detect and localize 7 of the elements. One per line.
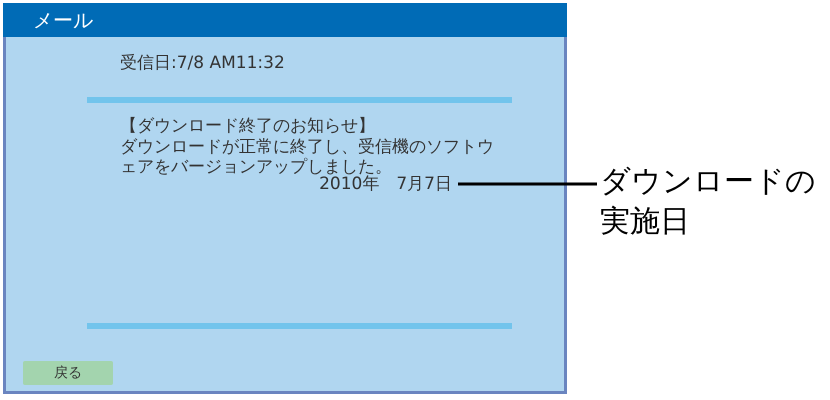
screen-window — [3, 3, 567, 394]
received-date: 受信日:7/8 AM11:32 — [120, 52, 285, 75]
back-button: 戻る — [23, 361, 113, 385]
annotation-text: ダウンロードの実施日 — [600, 162, 825, 242]
leader-line — [458, 182, 597, 186]
title-bar: メール — [3, 3, 567, 37]
message-heading: 【ダウンロード終了のお知らせ】 — [120, 115, 375, 137]
